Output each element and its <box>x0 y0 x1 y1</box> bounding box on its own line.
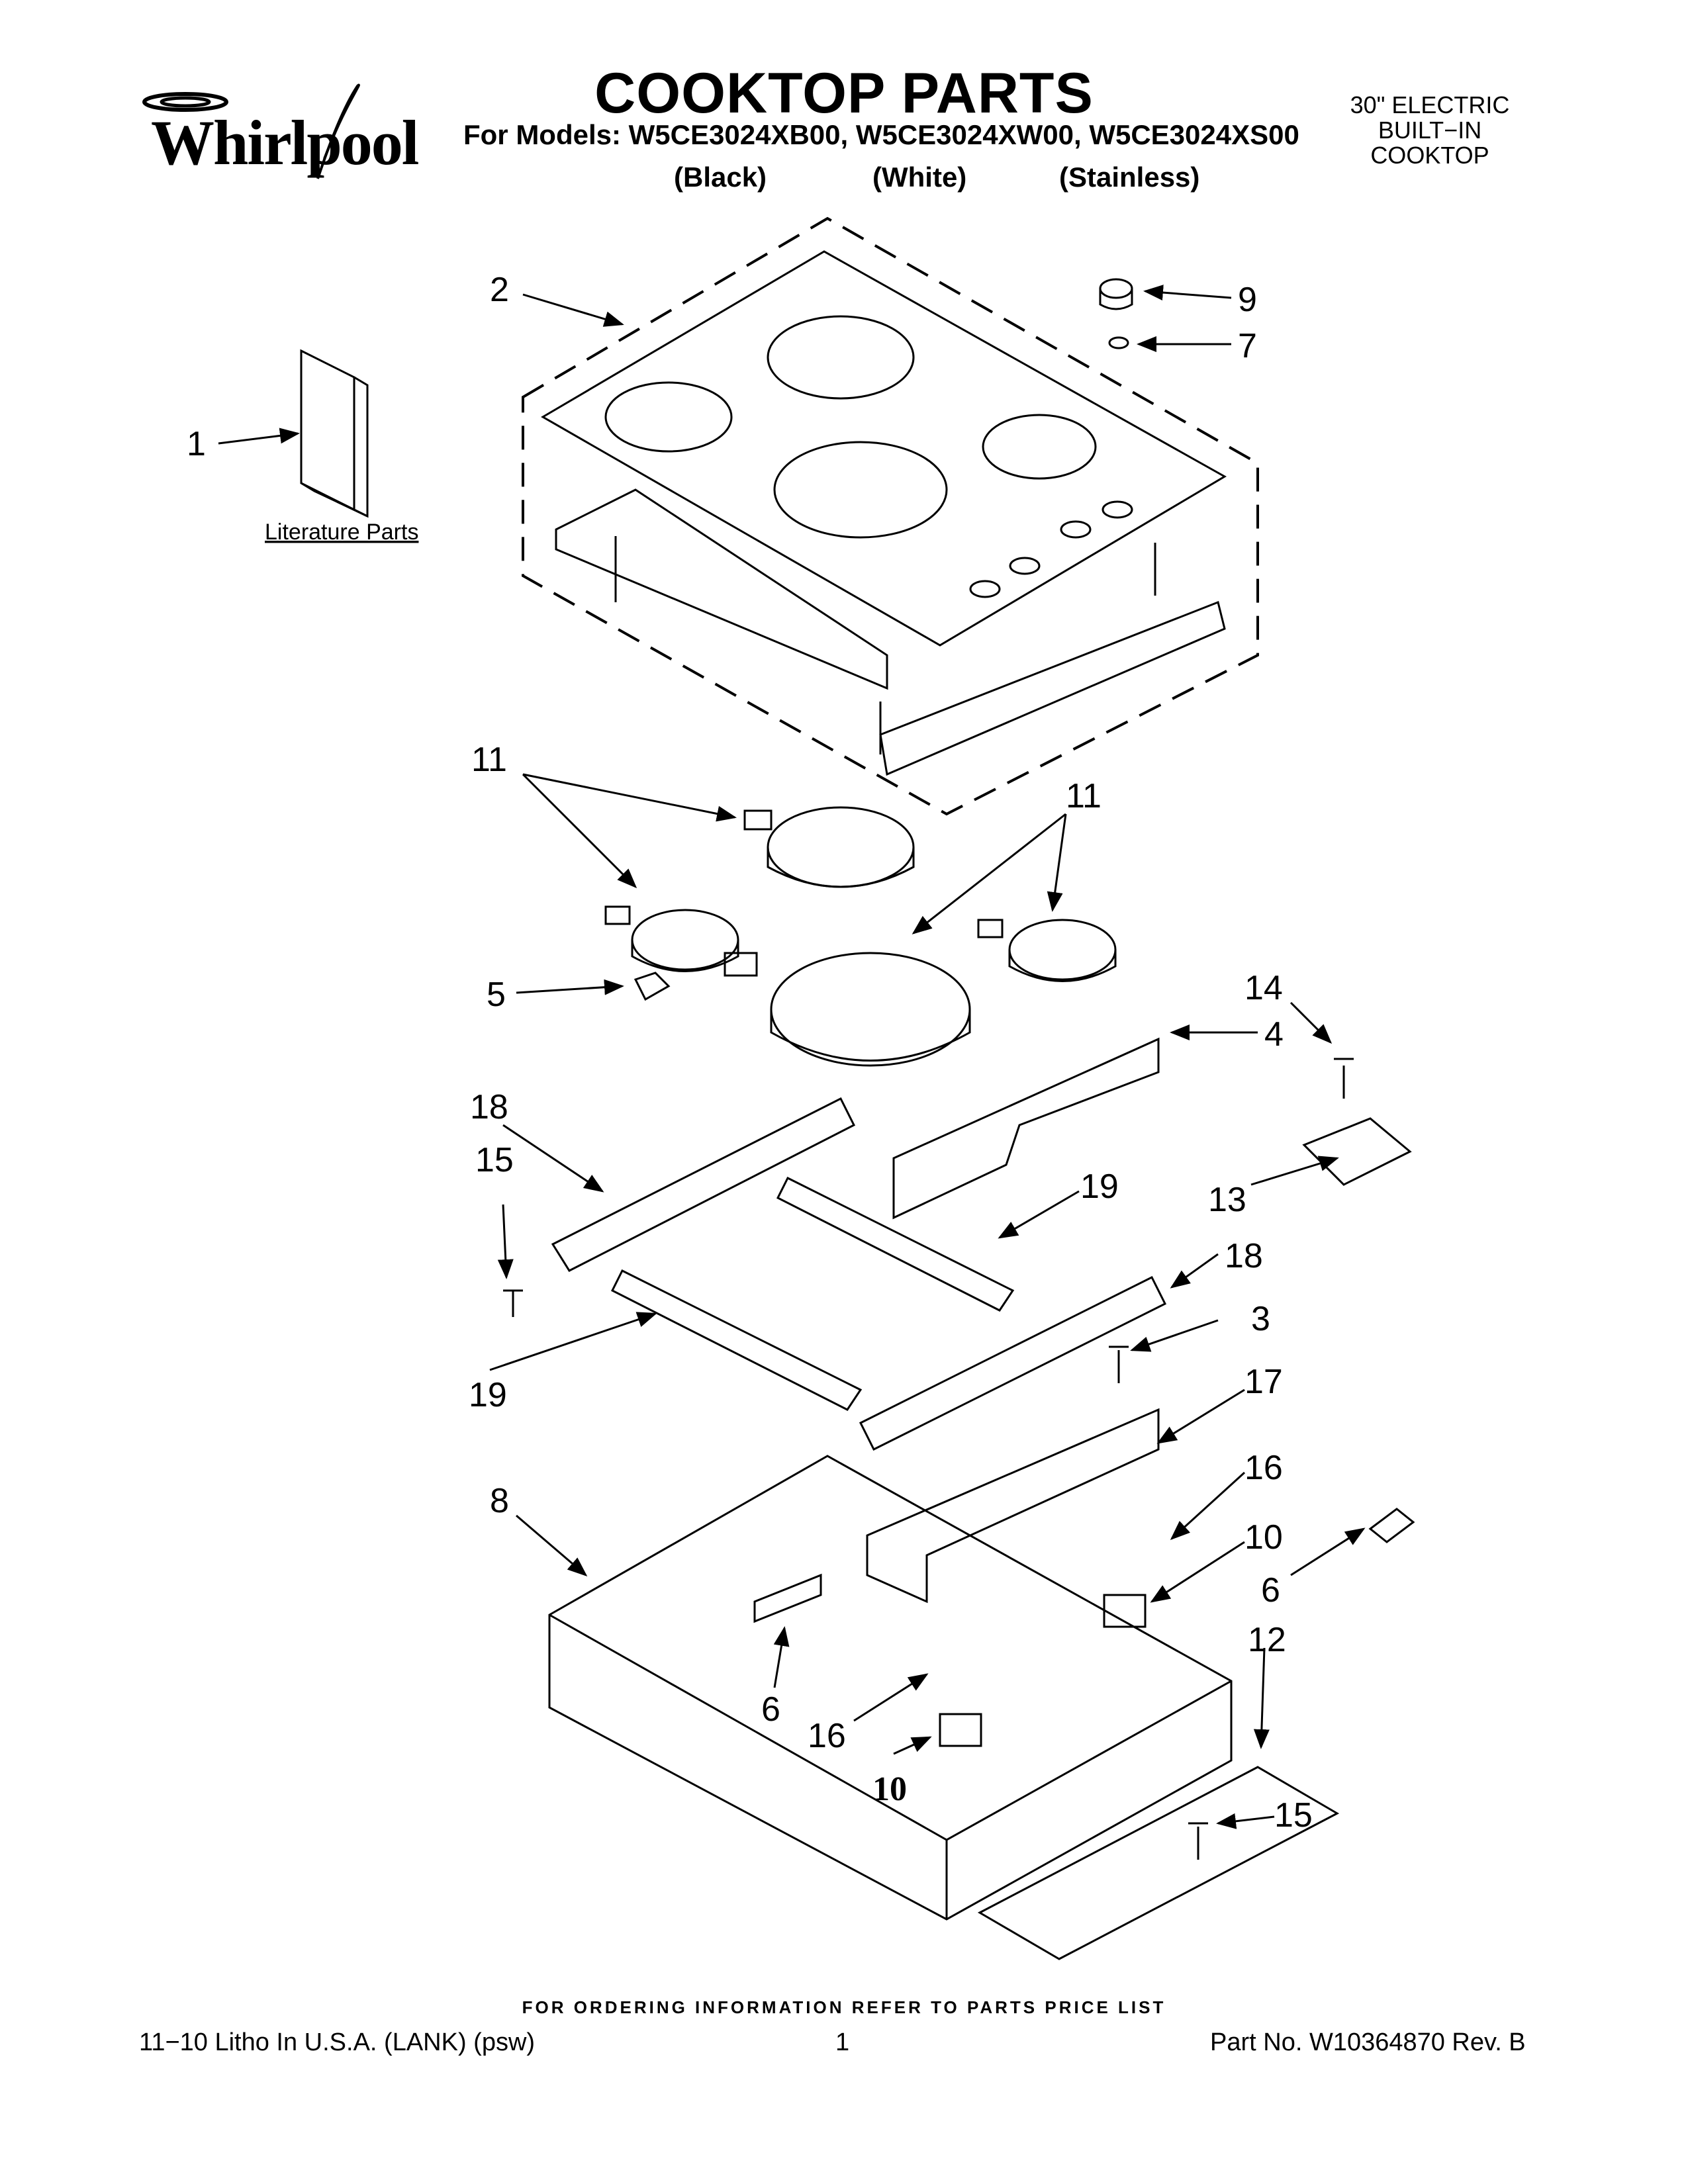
callout-3: 3 <box>1251 1300 1270 1338</box>
callout-8: 8 <box>490 1482 509 1520</box>
product-type-line: 30" ELECTRIC <box>1350 91 1510 118</box>
ordering-note: FOR ORDERING INFORMATION REFER TO PARTS … <box>522 1997 1166 2017</box>
finish-black: (Black) <box>674 161 767 193</box>
support-rail-19-upper <box>776 1176 1015 1312</box>
heat-shield <box>892 1037 1160 1220</box>
callout-12: 12 <box>1248 1621 1286 1659</box>
surface-element-left <box>604 905 739 972</box>
brand-name: Whirlpool <box>151 107 419 178</box>
finish-stainless: (Stainless) <box>1059 161 1200 193</box>
top-frame-rails <box>555 488 1226 776</box>
callout-5: 5 <box>487 976 506 1014</box>
brand-swirl-icon <box>142 83 360 179</box>
callout-7: 7 <box>1238 327 1257 365</box>
callout-1: 1 <box>187 425 206 463</box>
screw <box>1334 1058 1354 1099</box>
finish-white: (White) <box>872 161 967 193</box>
callout-11-left: 11 <box>471 741 507 779</box>
callout-10-upper: 10 <box>1244 1518 1283 1557</box>
screw-15-right <box>1188 1822 1208 1860</box>
callout-18-right: 18 <box>1225 1237 1263 1275</box>
callout-15-right: 15 <box>1274 1796 1313 1835</box>
control-knob <box>1099 278 1133 349</box>
product-type-line: BUILT−IN <box>1378 116 1482 144</box>
surface-element-right <box>977 919 1117 982</box>
product-type-line: COOKTOP <box>1370 142 1489 169</box>
part-number: Part No. W10364870 Rev. B <box>1210 2028 1526 2056</box>
callout-9: 9 <box>1238 281 1257 319</box>
center-bracket <box>866 1408 1160 1604</box>
callout-4: 4 <box>1264 1015 1284 1054</box>
glass-cooktop <box>541 250 1227 647</box>
callout-10-lower: 10 <box>872 1770 907 1808</box>
exploded-parts-diagram: 1 2 9 7 11 11 5 4 14 13 18 15 19 19 18 3… <box>187 216 1415 1960</box>
litho-line: 11−10 Litho In U.S.A. (LANK) (psw) <box>139 2028 536 2056</box>
support-rail-18-lower <box>859 1275 1167 1451</box>
callout-18-left: 18 <box>470 1088 508 1126</box>
callout-19-lower: 19 <box>469 1376 507 1414</box>
screw-3 <box>1109 1345 1129 1383</box>
product-type: 30" ELECTRIC BUILT−IN COOKTOP <box>1324 93 1536 168</box>
support-rail-18-upper <box>551 1097 856 1272</box>
bottom-cover <box>977 1766 1340 1960</box>
callout-6-right: 6 <box>1261 1571 1280 1610</box>
callout-13: 13 <box>1208 1181 1246 1219</box>
limiter-clip <box>633 972 671 1001</box>
callout-15-left: 15 <box>475 1141 514 1179</box>
models-line: For Models: W5CE3024XB00, W5CE3024XW00, … <box>463 119 1299 150</box>
screw-15-left <box>503 1289 523 1317</box>
callout-11-right: 11 <box>1066 777 1102 815</box>
literature-parts-label: Literature Parts <box>265 520 418 545</box>
page-title: COOKTOP PARTS <box>594 62 1094 125</box>
page-number: 1 <box>835 2028 850 2056</box>
chassis-box <box>548 1455 1233 1921</box>
brand-logo <box>132 79 384 185</box>
callout-19-upper: 19 <box>1080 1167 1119 1206</box>
callout-6-left: 6 <box>761 1690 780 1729</box>
surface-element-large <box>724 952 971 1067</box>
limiter-6-right <box>1368 1508 1415 1543</box>
switch-lower <box>939 1713 982 1747</box>
literature-booklet <box>300 349 369 518</box>
callout-17: 17 <box>1244 1363 1283 1401</box>
support-rail-19-lower <box>610 1269 863 1411</box>
assembly-outline <box>522 216 1259 816</box>
terminal-block <box>753 1573 822 1623</box>
mount-bracket <box>1302 1117 1412 1186</box>
callout-16-lower: 16 <box>808 1717 846 1755</box>
callout-16-upper: 16 <box>1244 1449 1283 1487</box>
surface-element-rear <box>743 806 915 888</box>
callout-2: 2 <box>490 271 509 309</box>
callout-14: 14 <box>1244 969 1283 1007</box>
